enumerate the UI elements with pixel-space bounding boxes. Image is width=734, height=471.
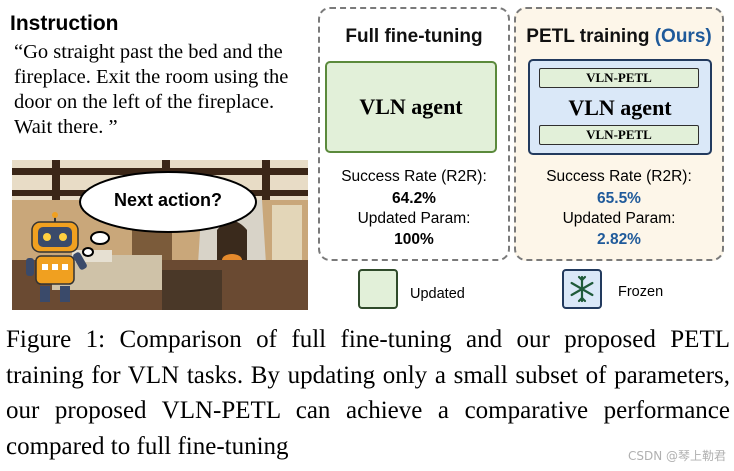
frozen-legend-swatch	[562, 269, 602, 309]
snowflake-icon	[570, 275, 594, 303]
updated-legend-swatch	[358, 269, 398, 309]
instruction-text: “Go straight past the bed and the firepl…	[14, 41, 289, 138]
full-success-rate-label: Success Rate (R2R):	[341, 168, 487, 185]
figure-caption: Figure 1: Comparison of full fine-tuning…	[6, 326, 730, 460]
petl-updated-param-label: Updated Param:	[562, 210, 676, 227]
frozen-legend-label: Frozen	[618, 284, 664, 300]
robot-icon	[26, 212, 87, 302]
vln-agent-label-petl: VLN agent	[568, 95, 672, 120]
vln-agent-label: VLN agent	[359, 94, 463, 119]
petl-success-rate-label: Success Rate (R2R):	[546, 168, 692, 185]
thought-bubble	[79, 171, 257, 257]
vln-petl-module-bottom: VLN-PETL	[539, 125, 699, 145]
petl-training-title: PETL training (Ours)	[516, 26, 722, 48]
petl-success-rate-value: 65.5%	[597, 190, 641, 207]
vln-agent-updated-box	[325, 61, 497, 153]
updated-legend-label: Updated	[410, 286, 465, 302]
petl-updated-param-value: 2.82%	[597, 231, 641, 248]
petl-training-title-main: PETL training	[526, 26, 650, 47]
ours-label: (Ours)	[654, 26, 712, 47]
full-updated-param-label: Updated Param:	[357, 210, 471, 227]
full-finetuning-title: Full fine-tuning	[345, 26, 483, 47]
speech-bubble-text: Next action?	[113, 190, 223, 210]
full-updated-param-value: 100%	[394, 231, 434, 248]
instruction-title: Instruction	[10, 12, 119, 35]
full-success-rate-value: 64.2%	[392, 190, 436, 207]
vln-petl-module-top: VLN-PETL	[539, 68, 699, 88]
watermark: CSDN @琴上勒君	[627, 449, 726, 463]
